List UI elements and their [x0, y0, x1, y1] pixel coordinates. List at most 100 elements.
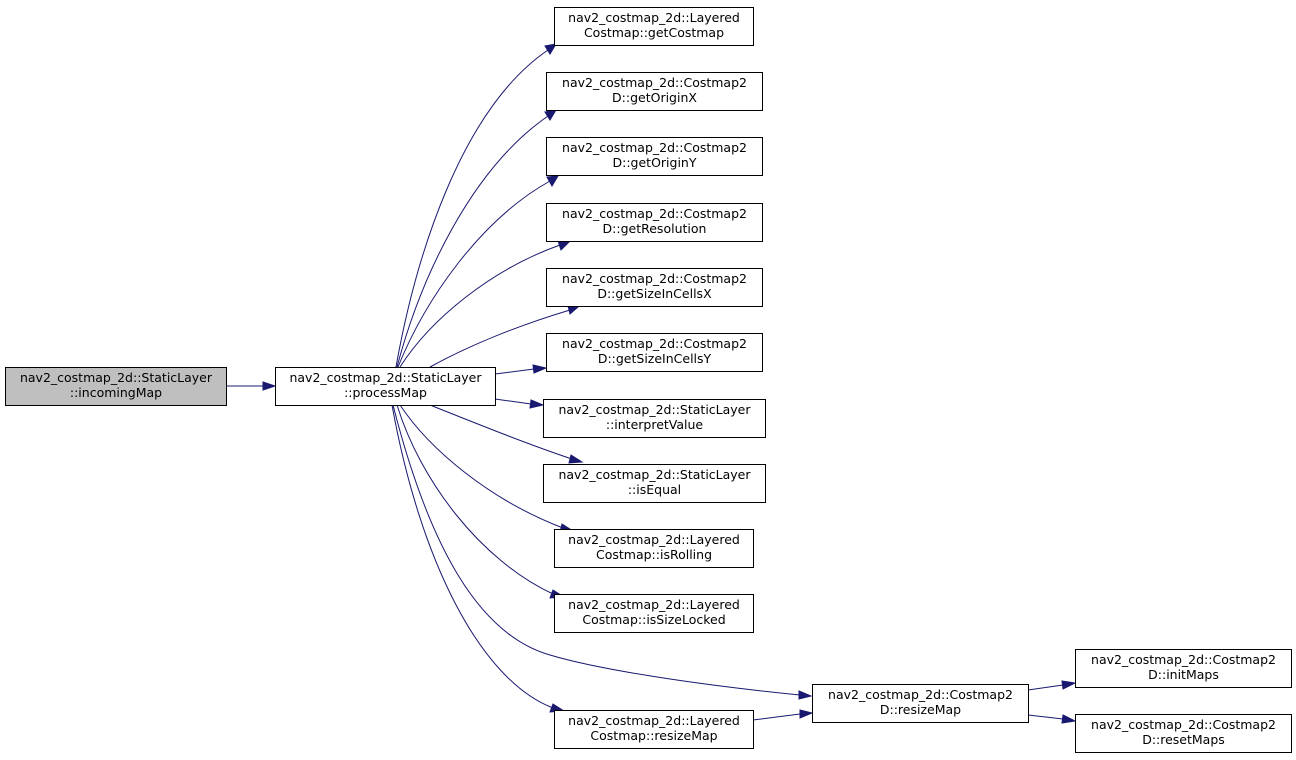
edge-line	[395, 49, 549, 368]
arrow-head-icon	[532, 364, 548, 374]
node-label-line-2: ::interpretValue	[606, 417, 704, 432]
node-label-line-1: nav2_costmap_2d::Costmap2	[828, 687, 1013, 702]
node-label-line-2: D::getResolution	[603, 221, 707, 236]
node-label-line-1: nav2_costmap_2d::Costmap2	[1091, 717, 1276, 732]
node-c2_getSizeInCellsX[interactable]: nav2_costmap_2d::Costmap2D::getSizeInCel…	[546, 268, 763, 307]
node-label-line-2: D::getOriginX	[612, 90, 697, 105]
node-box[interactable]	[546, 72, 763, 111]
node-lc_isRolling[interactable]: nav2_costmap_2d::LayeredCostmap::isRolli…	[554, 529, 754, 568]
edge-c2_resizeMap-to-c2_initMaps	[1027, 680, 1077, 691]
node-box[interactable]	[546, 333, 763, 372]
edge-lc_resizeMap-to-c2_resizeMap	[752, 709, 814, 721]
node-label-line-2: ::processMap	[344, 385, 427, 400]
node-box[interactable]	[554, 710, 754, 749]
node-incomingMap[interactable]: nav2_costmap_2d::StaticLayer::incomingMa…	[5, 367, 227, 406]
node-label-line-1: nav2_costmap_2d::Layered	[568, 10, 740, 25]
node-label-line-1: nav2_costmap_2d::Layered	[568, 713, 740, 728]
edge-incomingMap-to-processMap	[226, 381, 277, 391]
node-label-line-2: Costmap::resizeMap	[590, 728, 717, 743]
arrow-head-icon	[544, 43, 557, 55]
node-label-line-1: nav2_costmap_2d::Layered	[568, 597, 740, 612]
node-label-line-1: nav2_costmap_2d::Costmap2	[562, 206, 747, 221]
edge-line	[396, 404, 554, 595]
edge-processMap-to-lc_resizeMap	[391, 404, 566, 713]
arrow-head-icon	[1061, 680, 1077, 690]
node-label-line-1: nav2_costmap_2d::Costmap2	[562, 75, 747, 90]
node-label-line-1: nav2_costmap_2d::StaticLayer	[558, 402, 751, 417]
node-c2_getResolution[interactable]: nav2_costmap_2d::Costmap2D::getResolutio…	[546, 203, 763, 242]
edge-processMap-to-sl_interpretValue	[494, 398, 545, 409]
node-lc_getCostmap[interactable]: nav2_costmap_2d::LayeredCostmap::getCost…	[554, 7, 754, 46]
node-label-line-2: ::incomingMap	[70, 385, 162, 400]
edge-processMap-to-c2_getSizeInCellsY	[494, 364, 548, 375]
edge-line	[392, 404, 801, 696]
node-label-line-1: nav2_costmap_2d::StaticLayer	[289, 370, 482, 385]
edge-layer	[226, 43, 1077, 724]
node-box[interactable]	[5, 367, 227, 406]
arrow-head-icon	[529, 399, 545, 409]
node-sl_interpretValue[interactable]: nav2_costmap_2d::StaticLayer::interpretV…	[543, 399, 766, 438]
node-label-line-2: D::getSizeInCellsY	[598, 351, 712, 366]
edge-line	[494, 398, 532, 405]
node-box[interactable]	[543, 399, 766, 438]
node-label-line-2: D::resetMaps	[1142, 732, 1225, 747]
arrow-head-icon	[1061, 714, 1077, 724]
node-box[interactable]	[1075, 649, 1292, 688]
edge-line	[397, 180, 551, 368]
node-label-line-2: D::resizeMap	[880, 702, 961, 717]
edge-line	[399, 404, 564, 529]
node-sl_isEqual[interactable]: nav2_costmap_2d::StaticLayer::isEqual	[543, 464, 766, 503]
node-layer: nav2_costmap_2d::StaticLayer::incomingMa…	[5, 7, 1292, 753]
edge-line	[429, 404, 573, 460]
edge-line	[396, 115, 549, 368]
node-box[interactable]	[554, 7, 754, 46]
arrow-head-icon	[557, 240, 571, 251]
arrow-head-icon	[568, 454, 584, 464]
node-box[interactable]	[554, 594, 754, 633]
node-c2_getSizeInCellsY[interactable]: nav2_costmap_2d::Costmap2D::getSizeInCel…	[546, 333, 763, 372]
node-lc_isSizeLocked[interactable]: nav2_costmap_2d::LayeredCostmap::isSizeL…	[554, 594, 754, 633]
edge-processMap-to-sl_isEqual	[429, 404, 584, 464]
arrow-head-icon	[799, 709, 814, 719]
node-label-line-1: nav2_costmap_2d::Costmap2	[562, 271, 747, 286]
edge-line	[752, 713, 801, 721]
arrow-head-icon	[262, 381, 277, 391]
edge-processMap-to-c2_getOriginX	[396, 109, 557, 368]
node-label-line-2: Costmap::getCostmap	[584, 25, 724, 40]
node-box[interactable]	[546, 268, 763, 307]
node-box[interactable]	[546, 137, 763, 176]
node-box[interactable]	[1075, 714, 1292, 753]
node-label-line-1: nav2_costmap_2d::Costmap2	[562, 140, 747, 155]
node-label-line-1: nav2_costmap_2d::Layered	[568, 532, 740, 547]
edge-line	[1027, 684, 1064, 691]
node-box[interactable]	[812, 684, 1029, 723]
edge-processMap-to-lc_isSizeLocked	[396, 404, 566, 599]
edge-line	[1027, 714, 1064, 720]
node-processMap[interactable]: nav2_costmap_2d::StaticLayer::processMap	[275, 367, 496, 406]
edge-line	[399, 244, 561, 368]
node-box[interactable]	[546, 203, 763, 242]
node-box[interactable]	[275, 367, 496, 406]
node-lc_resizeMap[interactable]: nav2_costmap_2d::LayeredCostmap::resizeM…	[554, 710, 754, 749]
node-label-line-1: nav2_costmap_2d::Costmap2	[562, 336, 747, 351]
edge-processMap-to-c2_getOriginY	[397, 175, 559, 368]
arrow-head-icon	[798, 690, 813, 700]
edge-line	[429, 309, 571, 368]
edge-line	[391, 404, 554, 709]
arrow-head-icon	[546, 175, 559, 187]
edge-processMap-to-lc_getCostmap	[395, 43, 557, 368]
node-label-line-2: Costmap::isSizeLocked	[582, 612, 725, 627]
node-box[interactable]	[543, 464, 766, 503]
node-label-line-1: nav2_costmap_2d::Costmap2	[1091, 652, 1276, 667]
edge-line	[494, 368, 535, 375]
node-label-line-2: D::getOriginY	[613, 155, 697, 170]
node-label-line-2: ::isEqual	[628, 482, 681, 497]
node-label-line-2: D::getSizeInCellsX	[597, 286, 712, 301]
node-box[interactable]	[554, 529, 754, 568]
